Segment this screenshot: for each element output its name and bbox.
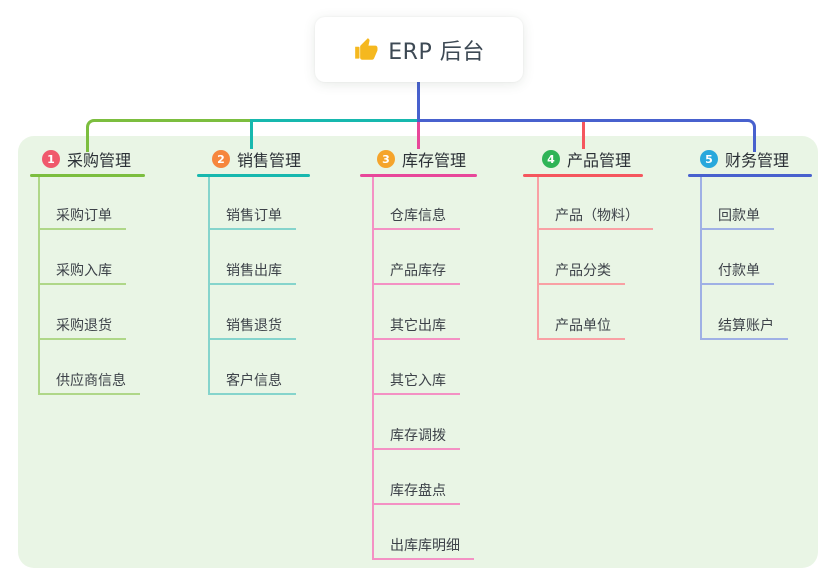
child-node-underline bbox=[537, 338, 625, 340]
child-node[interactable]: 采购订单 bbox=[56, 208, 112, 224]
child-node-underline bbox=[700, 283, 774, 285]
child-node[interactable]: 产品单位 bbox=[555, 318, 611, 334]
child-node-underline bbox=[208, 228, 296, 230]
child-node[interactable]: 库存盘点 bbox=[390, 483, 446, 499]
child-node[interactable]: 产品（物料） bbox=[555, 208, 639, 224]
child-node[interactable]: 销售退货 bbox=[226, 318, 282, 334]
child-node[interactable]: 出库库明细 bbox=[390, 538, 460, 554]
branch-1-underline bbox=[30, 174, 145, 177]
branch-3-underline bbox=[360, 174, 477, 177]
branch-5-spine bbox=[700, 177, 702, 340]
child-node[interactable]: 采购退货 bbox=[56, 318, 112, 334]
child-node-underline bbox=[537, 283, 625, 285]
root-stem bbox=[417, 82, 420, 122]
connector-branch-2-drop bbox=[250, 119, 253, 149]
child-node-underline bbox=[38, 283, 126, 285]
branch-4-header[interactable]: 4 产品管理 bbox=[523, 144, 631, 174]
thumbs-up-icon bbox=[353, 37, 379, 63]
child-node-underline bbox=[208, 283, 296, 285]
branch-title: 财务管理 bbox=[725, 151, 790, 170]
child-node[interactable]: 客户信息 bbox=[226, 373, 282, 389]
child-node-underline bbox=[208, 338, 296, 340]
branch-title: 库存管理 bbox=[402, 151, 467, 170]
child-node-underline bbox=[372, 393, 460, 395]
branch-number-badge: 3 bbox=[377, 150, 395, 168]
child-node-underline bbox=[700, 228, 774, 230]
branch-3-header[interactable]: 3 库存管理 bbox=[360, 144, 466, 174]
branch-number-badge: 5 bbox=[700, 150, 718, 168]
child-node-underline bbox=[372, 558, 474, 560]
child-node[interactable]: 产品库存 bbox=[390, 263, 446, 279]
child-node[interactable]: 库存调拨 bbox=[390, 428, 446, 444]
child-node[interactable]: 其它入库 bbox=[390, 373, 446, 389]
child-node-underline bbox=[372, 228, 460, 230]
child-node-underline bbox=[372, 448, 460, 450]
child-node[interactable]: 采购入库 bbox=[56, 263, 112, 279]
branch-3-spine bbox=[372, 177, 374, 560]
connector-branch-3-drop bbox=[417, 122, 420, 149]
child-node-underline bbox=[372, 503, 460, 505]
branch-2-header[interactable]: 2 销售管理 bbox=[197, 144, 301, 174]
branch-number-badge: 1 bbox=[42, 150, 60, 168]
branch-4-underline bbox=[523, 174, 643, 177]
connector-branch-1 bbox=[86, 119, 255, 152]
connector-branch-5 bbox=[418, 119, 756, 152]
child-node-underline bbox=[700, 338, 788, 340]
child-node-underline bbox=[372, 283, 460, 285]
child-node[interactable]: 销售出库 bbox=[226, 263, 282, 279]
child-node[interactable]: 回款单 bbox=[718, 208, 760, 224]
root-node-label: ERP 后台 bbox=[388, 39, 485, 65]
branch-title: 产品管理 bbox=[567, 151, 632, 170]
child-node-underline bbox=[38, 228, 126, 230]
child-node-underline bbox=[38, 338, 126, 340]
branches-panel bbox=[18, 136, 818, 568]
child-node[interactable]: 销售订单 bbox=[226, 208, 282, 224]
branch-title: 销售管理 bbox=[237, 151, 302, 170]
child-node[interactable]: 仓库信息 bbox=[390, 208, 446, 224]
child-node[interactable]: 供应商信息 bbox=[56, 373, 126, 389]
branch-1-spine bbox=[38, 177, 40, 395]
child-node[interactable]: 结算账户 bbox=[718, 318, 774, 334]
child-node-underline bbox=[537, 228, 653, 230]
connector-branch-2 bbox=[250, 119, 418, 122]
child-node-underline bbox=[208, 393, 296, 395]
branch-5-underline bbox=[688, 174, 812, 177]
child-node[interactable]: 产品分类 bbox=[555, 263, 611, 279]
branch-number-badge: 4 bbox=[542, 150, 560, 168]
branch-1-header[interactable]: 1 采购管理 bbox=[30, 144, 131, 174]
child-node[interactable]: 其它出库 bbox=[390, 318, 446, 334]
child-node-underline bbox=[38, 393, 140, 395]
branch-number-badge: 2 bbox=[212, 150, 230, 168]
branch-4-spine bbox=[537, 177, 539, 340]
branch-2-spine bbox=[208, 177, 210, 395]
branch-5-header[interactable]: 5 财务管理 bbox=[688, 144, 789, 174]
branch-title: 采购管理 bbox=[67, 151, 132, 170]
root-node[interactable]: ERP 后台 bbox=[315, 17, 523, 82]
child-node[interactable]: 付款单 bbox=[718, 263, 760, 279]
connector-branch-4-drop bbox=[582, 122, 585, 149]
child-node-underline bbox=[372, 338, 460, 340]
branch-2-underline bbox=[197, 174, 310, 177]
